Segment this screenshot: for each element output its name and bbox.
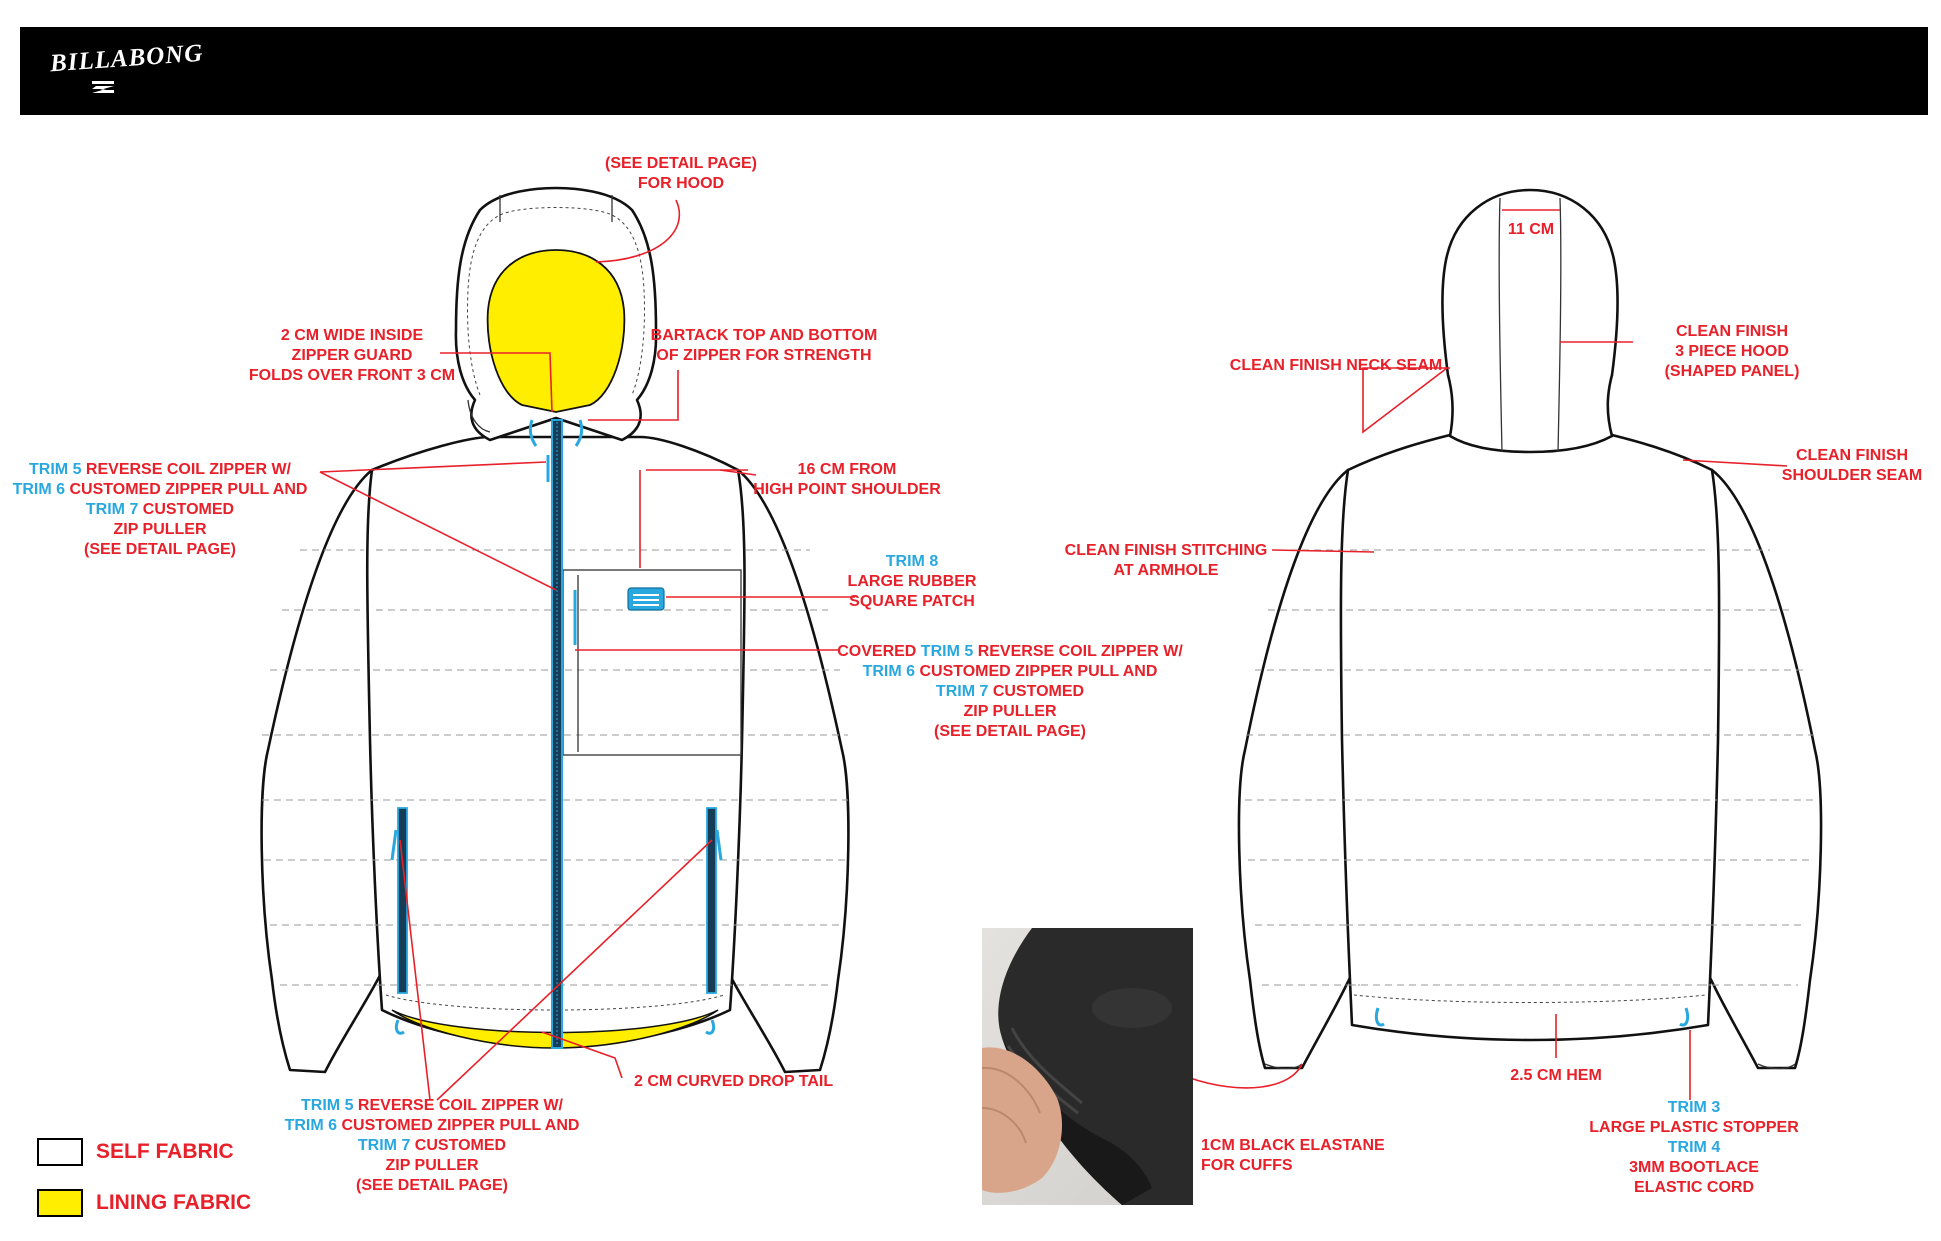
billabong-logo: BILLABONG bbox=[49, 40, 204, 99]
stopper-note: TRIM 3 LARGE PLASTIC STOPPER TRIM 4 3MM … bbox=[1589, 1099, 1799, 1196]
front-hem-lining bbox=[391, 1009, 719, 1049]
cuff-photo bbox=[982, 928, 1193, 1205]
back-quilting bbox=[1245, 549, 1815, 986]
back-view bbox=[1237, 188, 1823, 1070]
self-fabric-swatch bbox=[37, 1138, 83, 1166]
center-zip-note: TRIM 5 REVERSE COIL ZIPPER W/ TRIM 6 CUS… bbox=[12, 461, 308, 558]
back-body bbox=[1339, 433, 1721, 1042]
self-fabric-label: SELF FABRIC bbox=[96, 1140, 234, 1163]
back-right-sleeve bbox=[1693, 468, 1823, 1070]
chest-zip-note: COVERED TRIM 5 REVERSE COIL ZIPPER W/ TR… bbox=[837, 643, 1183, 740]
pocket-zip-note: TRIM 5 REVERSE COIL ZIPPER W/ TRIM 6 CUS… bbox=[284, 1097, 580, 1194]
front-view bbox=[260, 186, 850, 1074]
center-front-zipper bbox=[546, 419, 563, 1049]
hood-detail-note: (SEE DETAIL PAGE)FOR HOOD bbox=[604, 155, 758, 192]
hood-width-note: 11 CM bbox=[1507, 221, 1555, 238]
back-hood bbox=[1441, 188, 1619, 454]
neck-seam-note: CLEAN FINISH NECK SEAM bbox=[1229, 357, 1443, 374]
front-left-sleeve bbox=[260, 468, 397, 1074]
back-left-sleeve bbox=[1237, 468, 1367, 1070]
lining-fabric-label: LINING FABRIC bbox=[96, 1191, 252, 1214]
front-hood-lining bbox=[486, 249, 626, 413]
drop-tail-note: 2 CM CURVED DROP TAIL bbox=[634, 1073, 834, 1090]
lining-fabric-swatch bbox=[37, 1189, 83, 1217]
front-right-sleeve bbox=[713, 468, 850, 1074]
hem-note: 2.5 CM HEM bbox=[1510, 1067, 1602, 1084]
right-pocket-zipper bbox=[706, 807, 723, 994]
rubber-patch bbox=[627, 587, 665, 611]
callout-leaders bbox=[319, 199, 1788, 1101]
header-bar: BILLABONG bbox=[20, 27, 1928, 115]
